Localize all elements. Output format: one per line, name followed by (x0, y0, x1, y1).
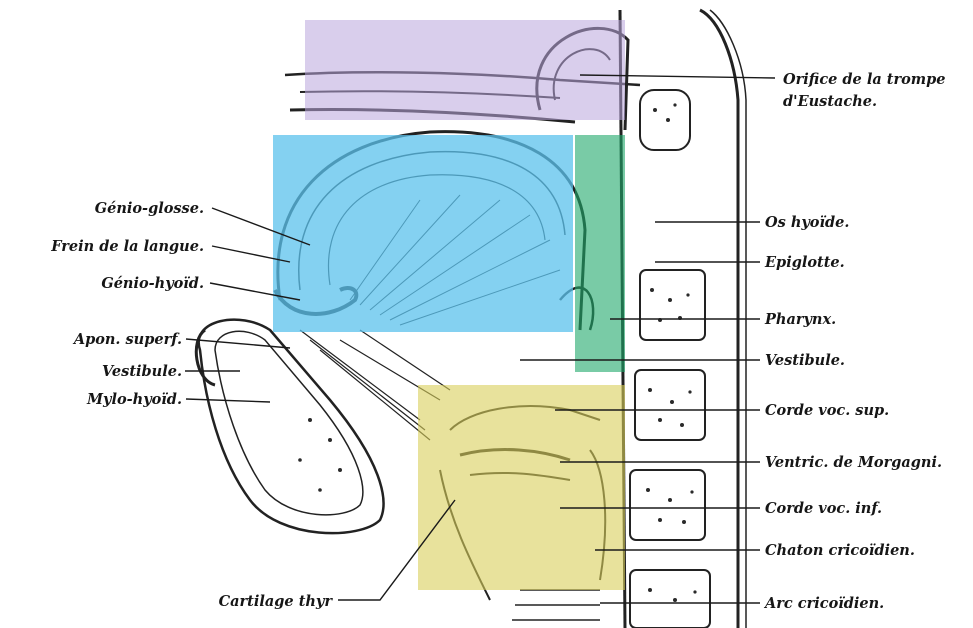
label-orifice-line2: d'Eustache. (783, 93, 877, 110)
tongue-region-highlight (273, 135, 573, 332)
label-genio-glosse: Génio-glosse. (95, 200, 204, 217)
label-genio-hyoid: Génio-hyoïd. (101, 275, 204, 292)
highlight-overlays (273, 20, 625, 590)
label-corde-voc-inf: Corde voc. inf. (765, 500, 882, 517)
label-vestibule-right: Vestibule. (765, 352, 845, 369)
labels-left: Génio-glosse. Frein de la langue. Génio-… (50, 200, 204, 408)
label-pharynx: Pharynx. (764, 311, 836, 328)
label-corde-voc-sup: Corde voc. sup. (765, 402, 889, 419)
label-epiglotte: Epiglotte. (764, 254, 845, 271)
pharynx-region-highlight (575, 135, 625, 372)
label-ventric-morgagni: Ventric. de Morgagni. (765, 454, 942, 471)
label-apon-superf: Apon. superf. (72, 331, 182, 348)
label-vestibule-left: Vestibule. (102, 363, 182, 380)
label-orifice-line1: Orifice de la trompe (783, 71, 946, 88)
leader-apon-superf (186, 339, 290, 348)
label-os-hyoide: Os hyoïde. (765, 214, 849, 231)
leader-mylo-hyoid (186, 399, 270, 402)
nasal-region-highlight (305, 20, 625, 120)
label-chaton-cricoidien: Chaton cricoïdien. (765, 542, 915, 559)
label-cartilage-thyr: Cartilage thyr (219, 593, 334, 610)
labels-right: Orifice de la trompe d'Eustache. Os hyoï… (763, 71, 946, 612)
label-arc-cricoidien: Arc cricoïdien. (763, 595, 884, 612)
larynx-region-highlight (418, 385, 625, 590)
label-mylo-hyoid: Mylo-hyoïd. (86, 391, 182, 408)
label-frein-langue: Frein de la langue. (50, 238, 204, 255)
